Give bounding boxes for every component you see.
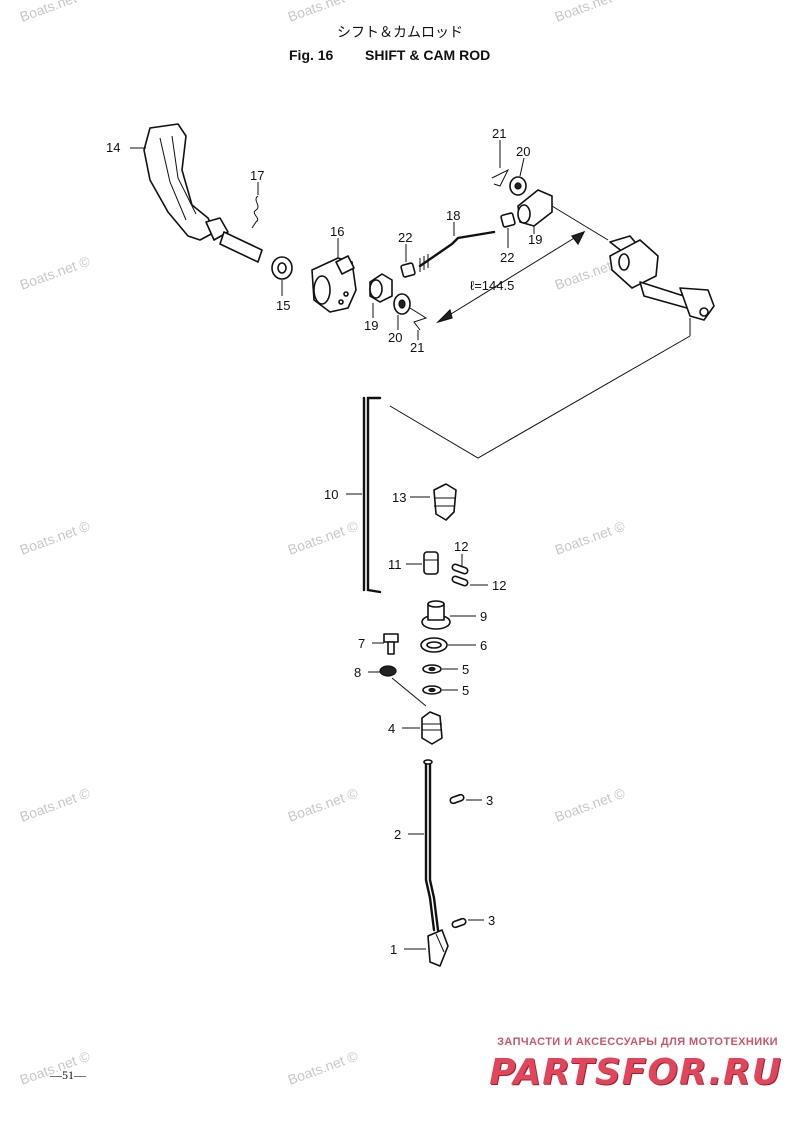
part-22-nut xyxy=(400,244,416,278)
watermark: Boats.net © xyxy=(286,517,361,557)
callout-18: 18 xyxy=(446,208,460,223)
part-22-nut-upper xyxy=(500,212,516,248)
part-11-sleeve xyxy=(406,551,439,575)
dimension-label: ℓ=144.5 xyxy=(470,278,514,293)
part-14-shift-lever xyxy=(130,123,263,263)
part-13-boot xyxy=(410,483,457,521)
watermark: Boats.net © xyxy=(286,1047,361,1087)
part-21-clip xyxy=(409,307,428,340)
callout-22: 22 xyxy=(500,250,514,265)
watermark: Boats.net © xyxy=(286,0,361,25)
part-12-pins xyxy=(451,554,488,587)
callout-22: 22 xyxy=(398,230,412,245)
part-21-clip-upper xyxy=(491,140,510,187)
callout-12: 12 xyxy=(454,539,468,554)
part-3-pins xyxy=(449,793,484,929)
callout-12: 12 xyxy=(492,578,506,593)
part-8-nut xyxy=(368,665,427,707)
part-19-bushing xyxy=(369,273,393,318)
callout-3: 3 xyxy=(486,793,493,808)
callout-3: 3 xyxy=(488,913,495,928)
callout-19: 19 xyxy=(528,232,542,247)
part-2-cam-rod xyxy=(408,759,440,932)
part-18-cam-rod xyxy=(418,222,496,272)
watermark: Boats.net © xyxy=(553,784,628,824)
leader-rod xyxy=(389,335,691,459)
callout-19: 19 xyxy=(364,318,378,333)
part-6-o-ring xyxy=(420,637,476,653)
watermark: Boats.net © xyxy=(553,0,628,25)
callout-21: 21 xyxy=(492,126,506,141)
part-20-washer-upper xyxy=(509,157,527,196)
callout-15: 15 xyxy=(276,298,290,313)
part-1-cam xyxy=(404,929,449,967)
part-4-bushing xyxy=(402,711,443,745)
callout-4: 4 xyxy=(388,721,395,736)
callout-1: 1 xyxy=(390,942,397,957)
page-number: —51— xyxy=(50,1068,86,1082)
figure-title: SHIFT & CAM ROD xyxy=(365,47,491,63)
watermark: Boats.net © xyxy=(553,517,628,557)
callout-21: 21 xyxy=(410,340,424,355)
callout-16: 16 xyxy=(330,224,344,239)
leader-linkage xyxy=(551,205,609,241)
watermark: Boats.net © xyxy=(18,517,93,557)
part-7-bolt xyxy=(372,633,399,655)
part-15-washer xyxy=(271,256,293,296)
callout-17: 17 xyxy=(250,168,264,183)
shift-linkage-assembly xyxy=(609,235,715,336)
part-17-clip xyxy=(251,182,259,229)
callout-labels: 14 17 16 15 21 20 18 22 19 22 ℓ=144.5 19… xyxy=(106,126,542,957)
callout-9: 9 xyxy=(480,609,487,624)
part-20-washer xyxy=(393,293,411,330)
watermark: Boats.net © xyxy=(18,252,93,292)
part-19-bushing-upper xyxy=(517,189,553,234)
callout-5: 5 xyxy=(462,683,469,698)
watermark: Boats.net © xyxy=(286,784,361,824)
part-16-cam-lever xyxy=(311,238,357,313)
callout-2: 2 xyxy=(394,827,401,842)
watermark: Boats.net © xyxy=(18,784,93,824)
part-9-gear xyxy=(421,600,476,630)
figure-number: Fig. 16 xyxy=(289,47,334,63)
callout-13: 13 xyxy=(392,490,406,505)
brand-tagline: ЗАПЧАСТИ И АКСЕССУАРЫ ДЛЯ МОТОТЕХНИКИ xyxy=(497,1036,778,1048)
callout-20: 20 xyxy=(388,330,402,345)
watermark: Boats.net © xyxy=(18,0,93,25)
callout-20: 20 xyxy=(516,144,530,159)
dimension-line xyxy=(435,230,586,324)
watermark-layer: Boats.net © Boats.net © Boats.net © Boat… xyxy=(18,0,628,1088)
part-5-washers xyxy=(422,664,458,695)
part-10-shift-rod xyxy=(346,396,382,594)
callout-10: 10 xyxy=(324,487,338,502)
callout-8: 8 xyxy=(354,665,361,680)
japanese-title: シフト＆カムロッド xyxy=(337,25,463,41)
callout-7: 7 xyxy=(358,636,365,651)
callout-6: 6 xyxy=(480,638,487,653)
callout-14: 14 xyxy=(106,140,120,155)
callout-11: 11 xyxy=(388,557,402,572)
callout-5: 5 xyxy=(462,662,469,677)
brand-logo: PARTSFOR.RU xyxy=(489,1052,782,1093)
